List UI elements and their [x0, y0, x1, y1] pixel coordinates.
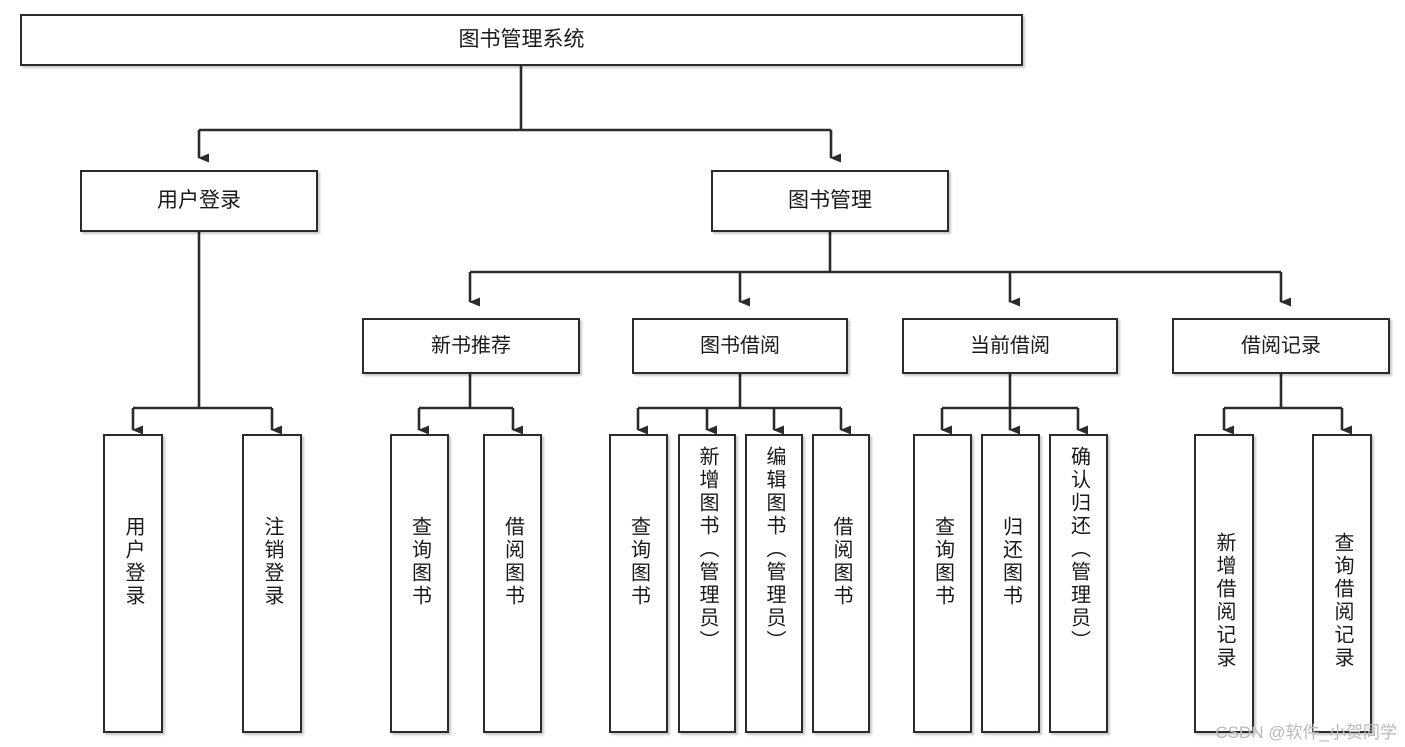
node-new-book-recommend[interactable]: 新书推荐 [362, 318, 580, 374]
node-label: 用户登录 [122, 516, 144, 608]
leaf-query-book-borrow[interactable]: 查询图书 [609, 434, 668, 733]
node-label: 当前借阅 [970, 334, 1050, 357]
node-user-login[interactable]: 用户登录 [80, 170, 318, 232]
node-book-borrow[interactable]: 图书借阅 [632, 318, 848, 374]
leaf-borrow-book-recommend[interactable]: 借阅图书 [483, 434, 542, 733]
leaf-add-book-admin[interactable]: 新增图书（管理员） [678, 434, 736, 733]
node-label: 编辑图书（管理员） [763, 446, 785, 653]
node-borrow-record[interactable]: 借阅记录 [1172, 318, 1390, 374]
node-label: 查询图书 [931, 516, 954, 608]
node-label: 借阅图书 [830, 516, 852, 608]
leaf-edit-book-admin[interactable]: 编辑图书（管理员） [745, 434, 803, 733]
node-label: 确认归还（管理员） [1067, 446, 1090, 653]
node-label: 用户登录 [157, 188, 241, 212]
node-root-book-management-system[interactable]: 图书管理系统 [20, 14, 1023, 66]
node-book-management[interactable]: 图书管理 [711, 170, 949, 232]
leaf-user-logout[interactable]: 注销登录 [242, 434, 302, 733]
node-label: 图书管理系统 [458, 27, 585, 51]
leaf-return-book[interactable]: 归还图书 [981, 434, 1040, 733]
node-label: 图书管理 [788, 188, 872, 212]
leaf-query-book-current[interactable]: 查询图书 [913, 434, 972, 733]
node-label: 新增图书（管理员） [696, 446, 718, 653]
node-label: 注销登录 [261, 516, 283, 608]
leaf-add-borrow-record[interactable]: 新增借阅记录 [1194, 434, 1254, 733]
leaf-query-book-recommend[interactable]: 查询图书 [390, 434, 449, 733]
node-label: 查询图书 [627, 516, 650, 608]
leaf-query-borrow-record[interactable]: 查询借阅记录 [1312, 434, 1372, 733]
node-label: 查询借阅记录 [1331, 532, 1353, 670]
watermark-text: CSDN @软件_小贺同学 [1215, 723, 1397, 742]
node-label: 查询图书 [408, 516, 431, 608]
node-label: 借阅记录 [1241, 334, 1321, 357]
leaf-borrow-book[interactable]: 借阅图书 [812, 434, 870, 733]
node-label: 新书推荐 [431, 334, 511, 357]
leaf-user-login[interactable]: 用户登录 [103, 434, 163, 733]
node-label: 新增借阅记录 [1213, 532, 1235, 670]
node-label: 图书借阅 [700, 334, 780, 357]
leaf-confirm-return-admin[interactable]: 确认归还（管理员） [1049, 434, 1108, 733]
node-label: 归还图书 [999, 516, 1022, 608]
node-label: 借阅图书 [501, 516, 524, 608]
node-current-borrow[interactable]: 当前借阅 [902, 318, 1118, 374]
